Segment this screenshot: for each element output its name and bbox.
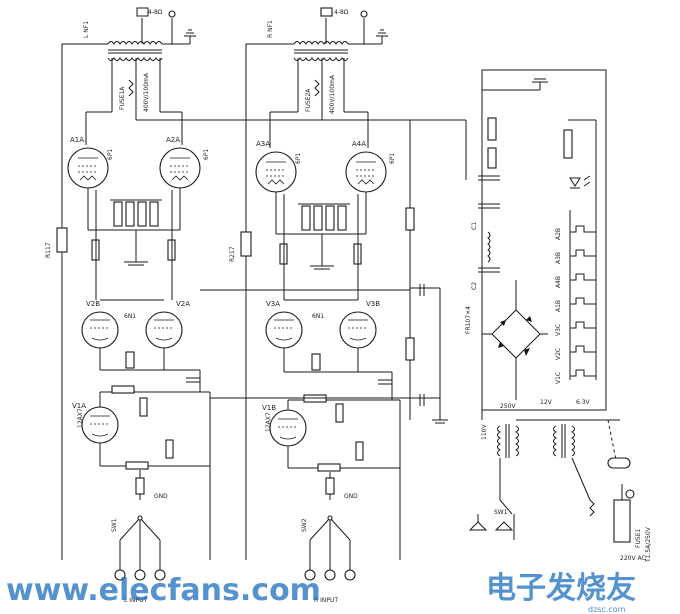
left-speaker-box [136,7,149,17]
heater-a3b: A3B [555,252,562,264]
heater-v1c: V1C [555,372,562,384]
v3a-label: V3A [266,300,280,308]
a4a-label: A4A [352,140,366,148]
heater-a4b: A4B [555,276,562,288]
right-driver-tube-v3a [265,311,303,349]
bridge-label: FR107×4 [465,306,472,334]
ps-6v3-label: 6.3V [576,399,591,406]
right-speaker-terminal [360,10,368,18]
right-driver-tube-v3b [339,311,377,349]
ac-220v-label: 220V AC [620,555,646,562]
a3a-label: A3A [256,140,270,148]
ac-inlet [613,499,631,543]
left-input-tube-v1a [81,406,119,444]
right-nf-label: R NF1 [267,20,274,38]
v1a-label: V1A [72,402,86,410]
heater-v3c: V3C [555,324,562,336]
heater-a2b: A2B [555,228,562,240]
c1-label: C1 [471,222,478,230]
right-fuse [314,79,320,97]
v3b-label: V3B [366,300,380,308]
right-output-transformer [293,7,388,61]
bridge-rectifier [491,309,541,359]
v2b-label: V2B [86,300,100,308]
left-channel: 4-8Ω L NF1 R117 FUSE1A 400V/100mA A1A 6P… [45,7,211,604]
left-nf-label: L NF1 [83,21,90,38]
left-fuse-value: 400V/100mA [143,72,150,112]
watermark: www.elecfans.com 电子发烧友 dzsc.com [6,571,636,614]
a2a-type: 6P1 [203,149,210,160]
left-output-transformer [96,7,196,61]
heater-a1b: A1B [555,300,562,312]
right-input-jack-2 [324,569,336,581]
heater-v2c: V2C [555,348,562,360]
main-fuse-value: T1.5A/250V [645,526,652,563]
v1b-label: V1B [262,404,276,412]
right-fuse-value: 400V/100mA [329,74,336,114]
left-driver-tube-v2a [145,311,183,349]
right-speaker-box [320,7,333,17]
a1a-type: 6P1 [107,149,114,160]
v3-type: 6N1 [312,313,324,320]
watermark-url: www.elecfans.com [6,573,321,608]
left-driver-tube-v2b [81,311,119,349]
left-feedback-resistor [56,227,68,253]
left-r117-label: R117 [45,242,52,258]
left-output-tube-a2a [159,147,201,189]
right-input-label: R INPUT [314,597,338,604]
left-speaker-terminal [168,10,176,18]
watermark-brand: 电子发烧友 [486,571,636,606]
right-r217-label: R217 [229,246,236,262]
right-output-tube-a3a [255,151,297,193]
chassis-ground [607,457,631,469]
left-output-tube-a1a [67,147,109,189]
left-fuse [128,79,134,97]
v1b-type: 12AX7 [265,412,272,432]
right-channel: 4-8Ω R NF1 R217 FUSE2A 400V/100mA A3A 6P… [229,7,401,604]
a4a-type: 6P1 [389,153,396,164]
right-input-tube-v1b [269,409,307,447]
left-input-label: L INPUT [124,597,148,604]
b-plus-distribution [136,112,467,424]
right-speaker-label: 4-8Ω [334,9,349,16]
watermark-sub: dzsc.com [588,605,626,614]
left-sw-label: SW1 [111,518,118,532]
ps-250v-label: 250V [500,403,516,410]
left-speaker-label: 4-8Ω [148,9,163,16]
v1a-type: 12AX7 [77,408,84,428]
main-fuse-label: FUSE1 [635,529,642,548]
ps-12v-label: 12V [540,399,553,406]
psu-frame [481,69,607,411]
right-feedback-resistor [240,231,252,257]
right-input-jack-3 [344,569,356,581]
a2a-label: A2A [166,136,180,144]
ps-110v-label: 110V [481,424,488,440]
right-sw-label: SW2 [301,518,308,532]
v2a-label: V2A [176,300,190,308]
ps-sw-label: SW1 [494,509,508,516]
power-transformer [497,424,575,458]
left-fuse-label: FUSE1A [119,86,126,110]
main-fuse [589,499,595,517]
power-supply: C1 C2 FR107×4 A2B A3B A4B [465,69,652,563]
right-gnd-label: GND [344,493,358,500]
left-gnd-label: GND [154,493,168,500]
a1a-label: A1A [70,136,84,144]
v2-type: 6N1 [124,313,136,320]
a3a-type: 6P1 [295,153,302,164]
power-switch [499,499,513,515]
c2-label: C2 [471,282,478,290]
right-fuse-label: FUSE2A [305,88,312,112]
heater-string [569,210,597,380]
right-output-tube-a4a [345,151,387,193]
